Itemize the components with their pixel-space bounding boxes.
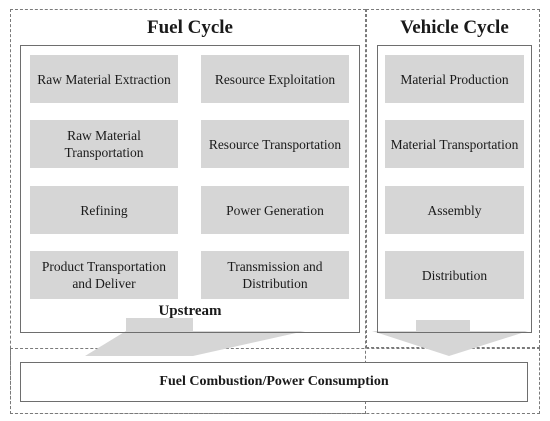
vehicle-box-assembly: Assembly [385, 186, 524, 234]
vehicle-cycle-title: Vehicle Cycle [392, 16, 517, 40]
fuel-box-power-generation: Power Generation [201, 186, 349, 234]
vehicle-box-material-transportation: Material Transportation [385, 120, 524, 168]
bottom-dashed-frame [10, 348, 540, 414]
fuel-box-product-transportation: Product Transportation and Deliver [30, 251, 178, 299]
fuel-cycle-arrow [85, 318, 305, 356]
fuel-box-transmission-distribution: Transmission and Distribution [201, 251, 349, 299]
vehicle-box-material-production: Material Production [385, 55, 524, 103]
upstream-label: Upstream [158, 303, 222, 319]
fuel-box-resource-transportation: Resource Transportation [201, 120, 349, 168]
fuel-box-raw-material-transportation: Raw Material Transportation [30, 120, 178, 168]
fuel-combustion-box: Fuel Combustion/Power Consumption [20, 362, 528, 402]
fuel-box-resource-exploitation: Resource Exploitation [201, 55, 349, 103]
vehicle-box-distribution: Distribution [385, 251, 524, 299]
fuel-box-refining: Refining [30, 186, 178, 234]
vehicle-cycle-arrow [372, 320, 528, 356]
fuel-cycle-container [20, 45, 360, 333]
vehicle-cycle-container [377, 45, 532, 333]
fuel-box-raw-material-extraction: Raw Material Extraction [30, 55, 178, 103]
fuel-cycle-title: Fuel Cycle [120, 16, 260, 40]
